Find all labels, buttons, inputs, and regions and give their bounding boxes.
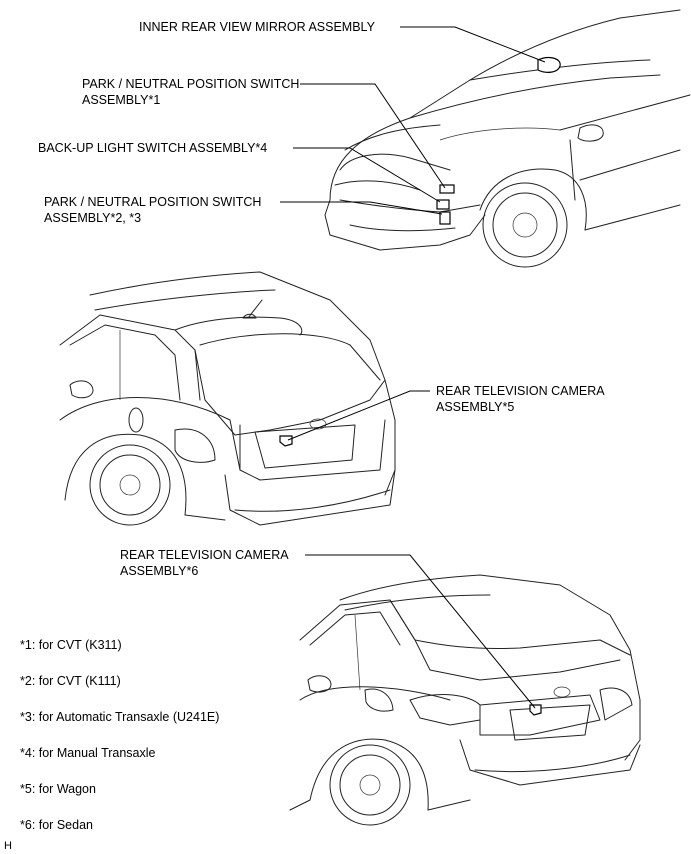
label-pnp-switch-23-line1: PARK / NEUTRAL POSITION SWITCH (44, 195, 262, 209)
label-backup-light-switch: BACK-UP LIGHT SWITCH ASSEMBLY*4 (38, 141, 268, 155)
footnote-5: *5: for Wagon (20, 782, 96, 796)
leader-rear-cam-6 (305, 554, 536, 709)
label-pnp-switch-1-line1: PARK / NEUTRAL POSITION SWITCH (82, 77, 300, 91)
leader-pnp-switch-1 (300, 83, 446, 189)
leader-pnp-switch-23 (280, 201, 443, 215)
label-rear-camera-6-line1: REAR TELEVISION CAMERA (120, 548, 289, 562)
wagon-illustration (59, 271, 396, 526)
front-car-illustration (324, 9, 691, 268)
label-pnp-switch-23-line2: ASSEMBLY*2, *3 (44, 211, 142, 225)
footnote-4: *4: for Manual Transaxle (20, 746, 156, 760)
footnote-2: *2: for CVT (K111) (20, 674, 121, 688)
footnote-1: *1: for CVT (K311) (20, 638, 122, 652)
leader-backup-light (293, 147, 441, 203)
label-rear-camera-5-line2: ASSEMBLY*5 (436, 400, 515, 414)
label-rear-camera-5-line1: REAR TELEVISION CAMERA (436, 384, 605, 398)
leader-lines (280, 26, 546, 709)
leader-inner-mirror (400, 26, 546, 63)
label-pnp-switch-1-line2: ASSEMBLY*1 (82, 93, 161, 107)
corner-code: H (4, 840, 12, 852)
sedan-illustration (289, 574, 641, 826)
label-rear-camera-6-line2: ASSEMBLY*6 (120, 564, 199, 578)
footnote-6: *6: for Sedan (20, 818, 93, 832)
label-inner-rear-view-mirror: INNER REAR VIEW MIRROR ASSEMBLY (139, 20, 375, 34)
leader-rear-cam-5 (287, 390, 430, 441)
footnote-3: *3: for Automatic Transaxle (U241E) (20, 710, 220, 724)
